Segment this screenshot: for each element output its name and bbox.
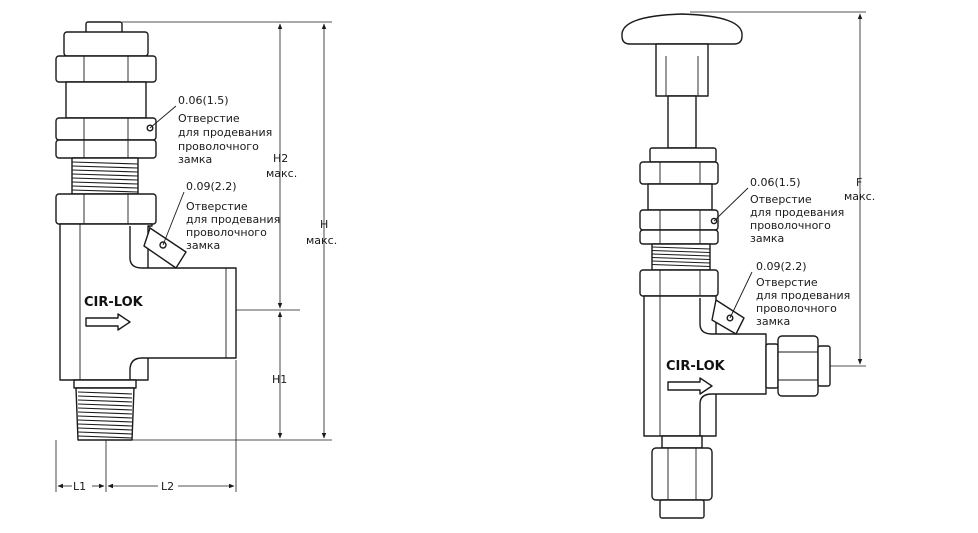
left-valve: CIR-LOK [55, 21, 237, 441]
left-hole-small-line4: замка [178, 153, 212, 166]
left-dim-h: H [320, 218, 328, 231]
right-hole-small-line4: замка [750, 232, 784, 245]
right-hole-small-line3: проволочного [750, 219, 831, 232]
left-dim-h1: H1 [272, 373, 287, 386]
thread-line [77, 415, 133, 419]
thread-line [77, 391, 133, 395]
right-valve: CIR-LOK [621, 13, 831, 519]
right-hole-large-line2: для продевания [756, 289, 850, 302]
thread-line [77, 435, 133, 439]
thread-line [77, 407, 133, 411]
left-hole-small-line1: Отверстие [178, 112, 240, 125]
right-hole-large-line4: замка [756, 315, 790, 328]
left-dim-h-max: макс. [306, 234, 337, 247]
thread-line [71, 169, 139, 173]
right-dim-f: F [856, 176, 862, 189]
thread-line [71, 177, 139, 181]
right-hole-large-line3: проволочного [756, 302, 837, 315]
left-hole-large-line2: для продевания [186, 213, 280, 226]
left-hole-small-line2: для продевания [178, 126, 272, 139]
left-hole-large-line3: проволочного [186, 226, 267, 239]
thread-line [77, 403, 133, 407]
left-hole-large-size: 0.09(2.2) [186, 180, 237, 193]
flow-arrow-icon [667, 377, 713, 395]
left-dim-h2: H2 [273, 152, 288, 165]
thread-line [77, 427, 133, 431]
thread-line [71, 161, 139, 165]
handle-knob-icon [621, 13, 743, 45]
left-brand-logo: CIR-LOK [84, 295, 144, 310]
left-annotations: 0.06(1.5) Отверстие для продевания прово… [55, 21, 337, 493]
left-dim-l1: L1 [73, 480, 86, 493]
flow-arrow-icon [85, 313, 131, 331]
thread-line [71, 189, 139, 193]
thread-line [651, 256, 711, 261]
thread-line [651, 260, 711, 264]
thread-line [651, 253, 711, 257]
thread-line [651, 246, 711, 250]
right-hole-large-size: 0.09(2.2) [756, 260, 807, 273]
right-hole-small-line2: для продевания [750, 206, 844, 219]
thread-line [77, 431, 133, 435]
thread-line [77, 399, 133, 403]
left-hole-large-line4: замка [186, 239, 220, 252]
right-hole-small-line1: Отверстие [750, 193, 812, 206]
left-hole-small-line3: проволочного [178, 140, 259, 153]
thread-line [71, 165, 139, 169]
right-hole-small-size: 0.06(1.5) [750, 176, 801, 189]
thread-line [71, 181, 139, 185]
thread-line [77, 395, 133, 399]
right-brand-logo: CIR-LOK [666, 359, 726, 374]
right-dim-f-max: макс. [844, 190, 875, 203]
right-annotations: 0.06(1.5) Отверстие для продевания прово… [690, 11, 875, 367]
thread-line [71, 185, 139, 189]
left-dim-h2-max: макс. [266, 167, 297, 180]
thread-line [77, 411, 133, 415]
left-hole-large-line1: Отверстие [186, 200, 248, 213]
thread-line [651, 263, 711, 268]
thread-line [71, 173, 139, 177]
thread-line [651, 249, 711, 254]
left-hole-small-size: 0.06(1.5) [178, 94, 229, 107]
right-hole-large-line1: Отверстие [756, 276, 818, 289]
left-dim-l2: L2 [161, 480, 174, 493]
thread-line [77, 423, 133, 427]
thread-line [77, 419, 133, 423]
